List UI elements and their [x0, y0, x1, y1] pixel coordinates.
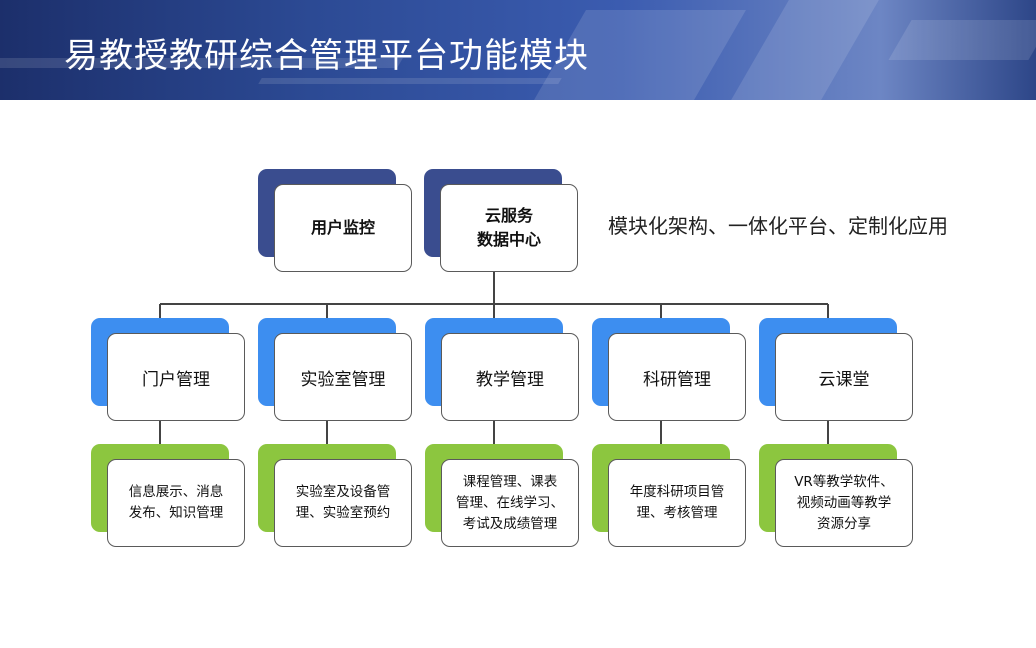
node-card: 教学管理	[441, 333, 579, 421]
node-card: 科研管理	[608, 333, 746, 421]
module-label: 云课堂	[818, 369, 870, 390]
node-card: 课程管理、课表 管理、在线学习、 考试及成绩管理	[441, 459, 579, 547]
node-card: 云服务 数据中心	[440, 184, 578, 272]
module-portal: 门户管理	[91, 318, 245, 421]
desc-line: 资源分享	[817, 515, 871, 532]
desc-line: 发布、知识管理	[128, 505, 224, 521]
page-title: 易教授教研综合管理平台功能模块	[64, 36, 589, 76]
node-card: 用户监控	[274, 184, 412, 272]
header-banner: 易教授教研综合管理平台功能模块	[0, 0, 1036, 100]
desc-research: 年度科研项目管 理、考核管理	[592, 444, 746, 547]
desc-cloud-class: VR等教学软件、 视频动画等教学 资源分享	[759, 444, 913, 547]
module-lab: 实验室管理	[258, 318, 412, 421]
module-cloud-class: 云课堂	[759, 318, 913, 421]
desc-line: 课程管理、课表	[462, 473, 558, 490]
desc-line: 理、实验室预约	[295, 505, 391, 521]
desc-line: 理、考核管理	[636, 505, 718, 521]
node-card: 实验室管理	[274, 333, 412, 421]
desc-line: 考试及成绩管理	[462, 515, 558, 532]
module-label: 教学管理	[476, 369, 544, 390]
desc-line: 年度科研项目管	[629, 484, 725, 500]
desc-line: 视频动画等教学	[796, 494, 892, 511]
node-label: 数据中心	[476, 230, 541, 249]
module-teaching: 教学管理	[425, 318, 579, 421]
desc-portal: 信息展示、消息 发布、知识管理	[91, 444, 245, 547]
module-research: 科研管理	[592, 318, 746, 421]
node-user-monitor: 用户监控	[258, 169, 412, 272]
node-cloud-data-center: 云服务 数据中心	[424, 169, 578, 272]
desc-line: 管理、在线学习、	[456, 494, 564, 511]
node-card: 门户管理	[107, 333, 245, 421]
module-label: 实验室管理	[300, 369, 386, 390]
module-label: 科研管理	[643, 369, 711, 390]
node-label: 云服务	[484, 206, 533, 225]
desc-line: 实验室及设备管	[295, 484, 391, 500]
desc-teaching: 课程管理、课表 管理、在线学习、 考试及成绩管理	[425, 444, 579, 547]
node-card: 年度科研项目管 理、考核管理	[608, 459, 746, 547]
node-label: 用户监控	[310, 218, 375, 237]
module-label: 门户管理	[142, 369, 210, 390]
desc-line: 信息展示、消息	[128, 484, 224, 500]
node-card: 云课堂	[775, 333, 913, 421]
tagline: 模块化架构、一体化平台、定制化应用	[608, 214, 948, 238]
node-card: VR等教学软件、 视频动画等教学 资源分享	[775, 459, 913, 547]
desc-line: VR等教学软件、	[794, 473, 894, 490]
desc-lab: 实验室及设备管 理、实验室预约	[258, 444, 412, 547]
node-card: 实验室及设备管 理、实验室预约	[274, 459, 412, 547]
node-card: 信息展示、消息 发布、知识管理	[107, 459, 245, 547]
